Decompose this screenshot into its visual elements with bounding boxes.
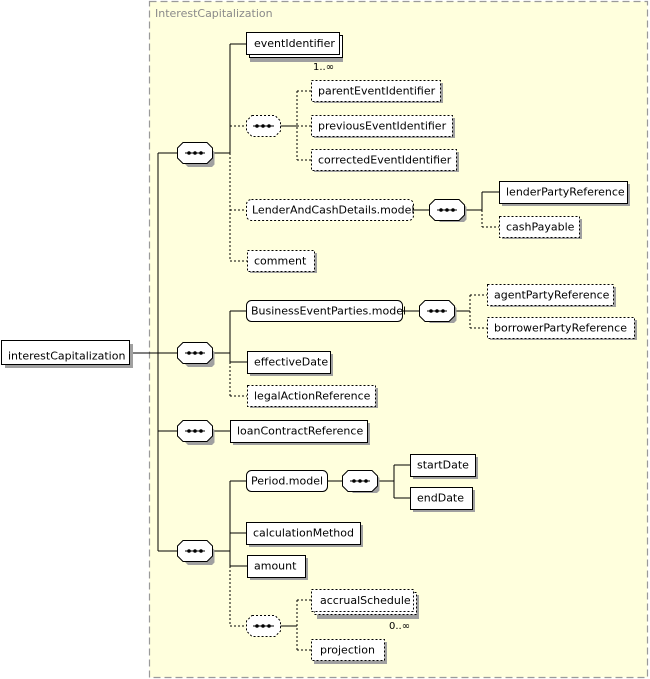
sequence-compositor-2[interactable]: [177, 342, 215, 368]
group-businesseventparties-model[interactable]: BusinessEventParties.model: [246, 300, 407, 322]
element-startdate[interactable]: startDate: [410, 454, 479, 480]
element-enddate[interactable]: endDate: [410, 487, 476, 513]
sequence-compositor-4[interactable]: [177, 540, 215, 566]
sequence-compositor-lender[interactable]: [429, 199, 467, 223]
element-correctedeventidentifier[interactable]: correctedEventIdentifier: [311, 149, 460, 173]
element-lenderpartyreference[interactable]: lenderPartyReference: [499, 181, 631, 207]
element-borrowerpartyreference[interactable]: borrowerPartyReference: [487, 317, 638, 341]
eventidentifier-label: eventIdentifier: [254, 37, 335, 50]
correctedeventidentifier-label: correctedEventIdentifier: [318, 154, 452, 167]
lenderandcashdetails-model-label: LenderAndCashDetails.model: [252, 204, 414, 217]
eventidentifier-cardinality: 1..∞: [313, 62, 334, 73]
cashpayable-label: cashPayable: [506, 221, 575, 234]
lenderpartyreference-label: lenderPartyReference: [506, 186, 625, 199]
connectors: [132, 43, 499, 651]
element-calculationmethod[interactable]: calculationMethod: [246, 522, 364, 548]
element-eventidentifier[interactable]: eventIdentifier 1..∞: [246, 32, 344, 74]
element-previouseventidentifier[interactable]: previousEventIdentifier: [311, 115, 456, 139]
accrualschedule-label: accrualSchedule: [320, 594, 411, 607]
optional-sequence-identifiers[interactable]: [246, 115, 281, 137]
sequence-compositor-1[interactable]: [177, 142, 215, 168]
startdate-label: startDate: [417, 459, 469, 472]
element-agentpartyreference[interactable]: agentPartyReference: [487, 284, 617, 308]
enddate-label: endDate: [417, 492, 464, 505]
optional-sequence-accrual[interactable]: [246, 615, 281, 637]
group-lenderandcashdetails-model[interactable]: LenderAndCashDetails.model: [246, 199, 415, 221]
projection-label: projection: [320, 644, 375, 657]
businesseventparties-model-label: BusinessEventParties.model: [251, 305, 406, 318]
root-element-interestcapitalization[interactable]: interestCapitalization: [1, 340, 134, 369]
calculationmethod-label: calculationMethod: [253, 527, 354, 540]
element-loancontractreference[interactable]: loanContractReference: [230, 420, 371, 446]
element-amount[interactable]: amount: [247, 555, 309, 581]
group-period-model[interactable]: Period.model: [246, 470, 328, 492]
element-parenteventidentifier[interactable]: parentEventIdentifier: [311, 80, 444, 104]
effectivedate-label: effectiveDate: [254, 356, 328, 369]
element-projection[interactable]: projection: [311, 639, 388, 665]
element-comment[interactable]: comment: [247, 250, 318, 274]
sequence-compositor-period[interactable]: [342, 470, 380, 494]
parenteventidentifier-label: parentEventIdentifier: [318, 85, 436, 98]
group-label: InterestCapitalization: [155, 7, 273, 20]
loancontractreference-label: loanContractReference: [237, 425, 363, 438]
accrualschedule-cardinality: 0..∞: [389, 621, 410, 632]
root-label: interestCapitalization: [8, 350, 125, 363]
sequence-compositor-parties[interactable]: [419, 300, 457, 324]
previouseventidentifier-label: previousEventIdentifier: [318, 120, 447, 133]
agentpartyreference-label: agentPartyReference: [494, 289, 610, 302]
sequence-compositor-3[interactable]: [177, 420, 215, 446]
element-effectivedate[interactable]: effectiveDate: [247, 351, 334, 377]
comment-label: comment: [254, 255, 307, 268]
period-model-label: Period.model: [251, 475, 323, 488]
legalactionreference-label: legalActionReference: [254, 390, 371, 403]
borrowerpartyreference-label: borrowerPartyReference: [494, 322, 627, 335]
element-accrualschedule[interactable]: accrualSchedule 0..∞: [311, 589, 420, 633]
element-cashpayable[interactable]: cashPayable: [499, 216, 583, 240]
amount-label: amount: [254, 560, 297, 573]
element-legalactionreference[interactable]: legalActionReference: [247, 385, 379, 409]
